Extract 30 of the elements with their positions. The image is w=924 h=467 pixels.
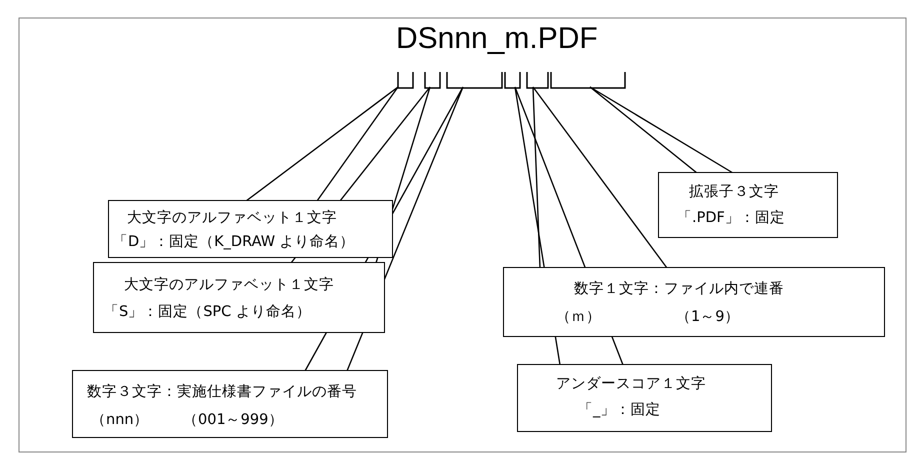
detail-text: （ｍ） xyxy=(556,308,601,326)
bracket-mark xyxy=(424,72,441,89)
bracket-mark xyxy=(397,72,414,89)
leader-line xyxy=(532,86,668,269)
detail-text: （nnn） xyxy=(91,411,149,429)
callout-box xyxy=(93,262,385,333)
range-text: （1～9） xyxy=(676,308,740,326)
file-name-pattern: DSnnn_m.PDF xyxy=(396,22,598,56)
callout-box xyxy=(517,364,772,432)
callout-box xyxy=(503,267,885,337)
description-text: 数字１文字：ファイル内で連番 xyxy=(574,280,784,298)
description-text: 拡張子３文字 xyxy=(689,183,779,201)
description-text: 数字３文字：実施仕様書ファイルの番号 xyxy=(87,383,357,401)
detail-text: 「D」：固定（K_DRAW より命名） xyxy=(113,233,355,251)
bracket-mark xyxy=(550,72,626,89)
range-text: （001～999） xyxy=(183,411,284,429)
description-text: アンダースコア１文字 xyxy=(556,375,706,393)
bracket-mark xyxy=(504,72,521,89)
callout-box xyxy=(108,200,393,258)
detail-text: 「_」：固定 xyxy=(578,401,660,419)
leader-line xyxy=(589,86,734,174)
detail-text: 「S」：固定（SPC より命名） xyxy=(104,303,311,321)
detail-text: 「.PDF」：固定 xyxy=(677,209,785,227)
description-text: 大文字のアルファベット１文字 xyxy=(127,209,337,227)
description-text: 大文字のアルファベット１文字 xyxy=(124,276,334,294)
bracket-mark xyxy=(526,72,549,89)
callout-box xyxy=(72,370,388,438)
leader-line xyxy=(245,86,399,202)
callout-box xyxy=(658,172,838,238)
bracket-mark xyxy=(446,72,503,89)
